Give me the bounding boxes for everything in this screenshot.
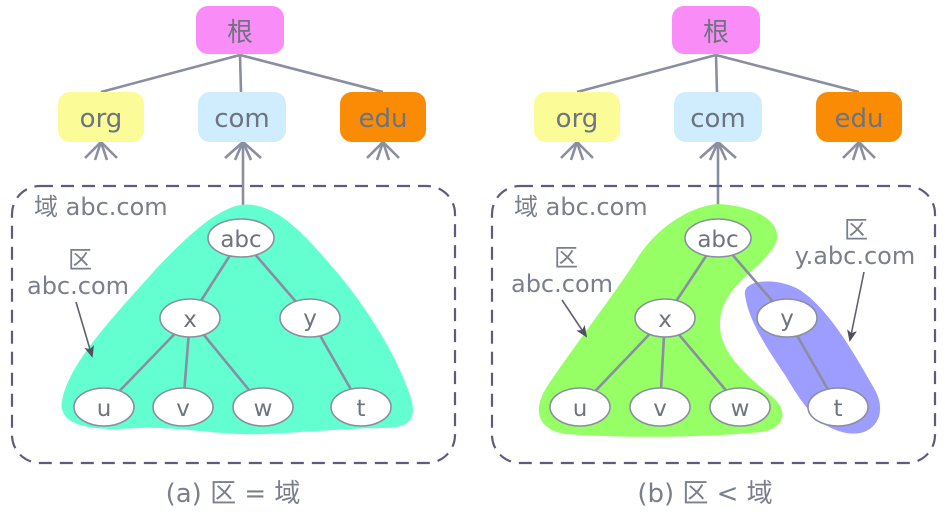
zone-label-name: abc.com [511, 270, 613, 298]
node-abc [207, 218, 275, 258]
zone-shape-abc [61, 204, 413, 435]
tld-label-org: org [80, 104, 123, 134]
tld-node-org [534, 92, 620, 142]
zone2-pointer-arrow [847, 271, 865, 342]
node-t [807, 387, 869, 427]
node-y [756, 298, 818, 338]
fan-org [84, 141, 118, 161]
edge-root-edu [239, 53, 384, 94]
edge-root-org [576, 53, 717, 94]
node-w [232, 387, 294, 427]
domain-label: 域 abc.com [34, 193, 168, 221]
root-label: 根 [703, 18, 729, 48]
fan-com [699, 141, 737, 161]
root-label: 根 [227, 18, 253, 48]
root-node [672, 6, 760, 54]
domain-box [10, 184, 457, 465]
caption-a: (a) 区 = 域 [166, 479, 301, 509]
node-u [549, 387, 611, 427]
node-label-u: u [573, 396, 588, 422]
node-label-t: t [833, 396, 842, 422]
zone-label-char: 区 [68, 246, 92, 274]
root-node [196, 6, 284, 54]
caption-b: (b) 区 < 域 [637, 479, 772, 509]
node-label-v: v [176, 396, 190, 422]
panel-a: 根 org com edu abc x y u v w t 域 abc.com … [10, 6, 457, 509]
panel-b: 根 org com edu abc x y u v w t 域 abc.com … [490, 6, 937, 509]
tld-node-com [198, 92, 286, 142]
node-label-w: w [731, 396, 750, 422]
fan-edu [366, 141, 400, 161]
zone-label-char: 区 [554, 244, 578, 272]
zone-label-name: abc.com [27, 272, 129, 300]
node-u [73, 387, 135, 427]
node-t [330, 387, 392, 427]
node-x [159, 298, 221, 338]
node-label-y: y [780, 306, 794, 332]
edge-root-org [100, 53, 241, 94]
tld-node-edu [816, 92, 902, 142]
fan-org [560, 141, 594, 161]
node-label-x: x [183, 307, 197, 333]
tld-node-org [58, 92, 144, 142]
edge-root-com [238, 54, 243, 93]
tld-label-edu: edu [359, 104, 408, 134]
node-label-w: w [254, 396, 273, 422]
tld-label-com: com [214, 104, 270, 134]
tld-label-com: com [690, 104, 746, 134]
domain-label: 域 abc.com [514, 193, 648, 221]
tld-node-edu [340, 92, 426, 142]
node-x [634, 298, 696, 338]
fan-edu [842, 141, 876, 161]
edge-root-edu [715, 53, 860, 94]
tld-node-com [674, 92, 762, 142]
node-label-v: v [653, 396, 667, 422]
tld-label-org: org [556, 104, 599, 134]
zone-pointer-arrow [75, 301, 94, 358]
node-label-t: t [356, 396, 365, 422]
node-y [279, 298, 341, 338]
node-label-abc: abc [220, 227, 261, 253]
node-v [629, 387, 691, 427]
edge-root-com [714, 54, 719, 93]
fan-com [224, 141, 262, 161]
tld-label-edu: edu [835, 104, 884, 134]
zone2-label-char: 区 [844, 216, 868, 244]
zone-pointer-arrow [561, 299, 588, 338]
node-label-y: y [303, 306, 317, 332]
node-label-u: u [97, 396, 112, 422]
node-label-abc: abc [697, 227, 738, 253]
node-abc [684, 218, 752, 258]
node-v [152, 387, 214, 427]
zone2-label-name: y.abc.com [795, 242, 915, 270]
node-w [709, 387, 771, 427]
node-label-x: x [658, 307, 672, 333]
domain-box [490, 184, 937, 465]
